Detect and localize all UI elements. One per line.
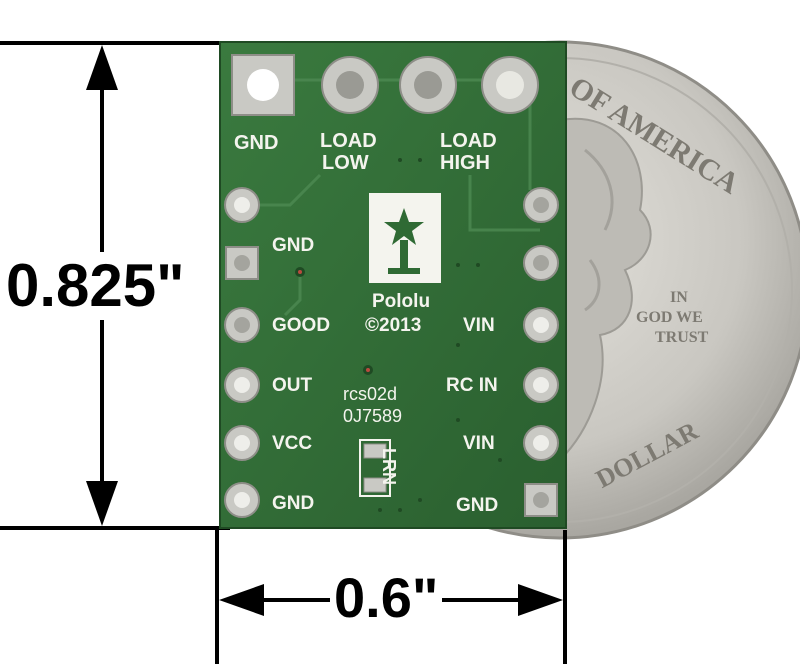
brand-text: Pololu [372, 291, 431, 312]
part-code-text: rcs02d [343, 384, 398, 404]
left-pin-label: VCC [272, 433, 313, 454]
right-pin-pads [523, 187, 559, 517]
pad-label-load-high-line2: HIGH [440, 152, 490, 174]
left-pin-label: GND [272, 235, 315, 256]
pad-label-gnd-top: GND [234, 132, 279, 154]
dimension-lines [0, 41, 567, 664]
lrn-jumper-pads [359, 439, 391, 497]
right-pin-label: VIN [463, 315, 495, 336]
width-dimension-label: 0.6" [330, 570, 443, 626]
height-dimension-label: 0.825" [6, 252, 185, 320]
copyright-text: ©2013 [365, 315, 422, 336]
serial-text: 0J7589 [343, 406, 403, 426]
top-pads [231, 54, 539, 116]
pad-label-load-low-line2: LOW [322, 152, 369, 174]
pad-label-load-high-line1: LOAD [440, 130, 497, 152]
vias [295, 158, 502, 512]
left-pin-pads [224, 187, 260, 518]
right-pin-label: RC IN [446, 375, 498, 396]
right-pin-label: VIN [463, 433, 495, 454]
left-pin-label: OUT [272, 375, 313, 396]
left-pin-label: GOOD [272, 315, 331, 336]
pcb-board [219, 41, 567, 529]
pololu-logo [369, 193, 441, 283]
coin-motto-line2: GOD WE [636, 309, 703, 326]
lrn-label: LRN [379, 448, 399, 485]
right-pin-label: GND [456, 495, 499, 516]
pad-label-load-low-line1: LOAD [320, 130, 377, 152]
coin-motto-line1: IN [670, 289, 688, 306]
left-pin-label: GND [272, 493, 315, 514]
coin-motto-line3: TRUST [655, 329, 709, 346]
portrait-relief [559, 117, 652, 463]
